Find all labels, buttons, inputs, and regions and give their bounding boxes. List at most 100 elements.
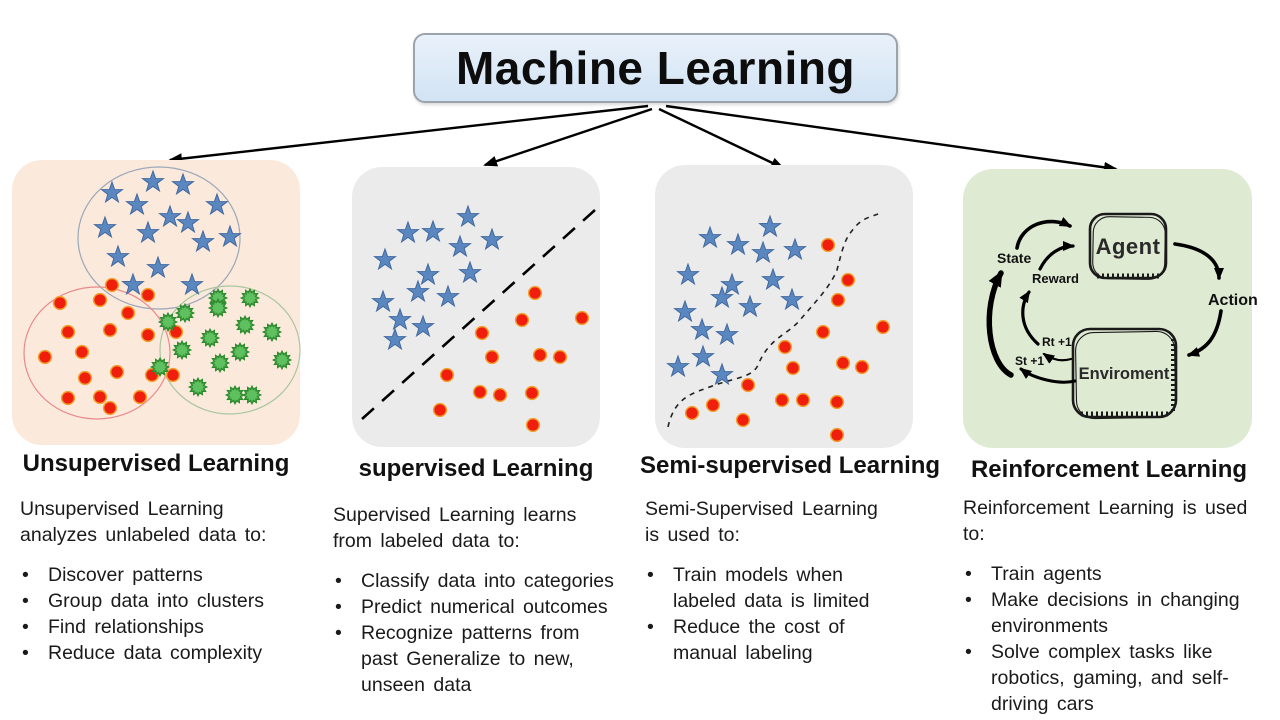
scatter-point <box>60 390 76 406</box>
environment-label: Enviroment <box>1079 365 1170 383</box>
reward-to-agent-arrow <box>1038 241 1075 271</box>
scatter-point <box>774 392 790 408</box>
scatter-point <box>92 292 108 308</box>
scatter-point <box>102 322 118 338</box>
reward-label: Reward <box>1032 271 1079 286</box>
scatter-point <box>492 387 508 403</box>
rt-up-arrow <box>1019 290 1040 346</box>
scatter-point <box>875 319 891 335</box>
bullet-item: Train agents <box>963 561 1273 587</box>
environment-to-rt-arrow <box>1042 352 1073 364</box>
scatter-point <box>140 327 156 343</box>
scatter-point <box>830 292 846 308</box>
scatter-point <box>840 272 856 288</box>
scatter-point <box>684 405 700 421</box>
scatter-point <box>52 295 68 311</box>
scatter-point <box>527 285 543 301</box>
environment-box: Enviroment <box>1071 327 1178 420</box>
dot-cluster-circle <box>23 286 171 420</box>
scatter-point <box>525 417 541 433</box>
supervised-panel <box>352 167 600 447</box>
arrow-to-reinforcement <box>665 104 1118 173</box>
connector-arrows <box>168 104 1118 173</box>
bullet-item: Classify data into categories <box>333 568 638 594</box>
scatter-point <box>815 324 831 340</box>
scatter-point <box>524 385 540 401</box>
scatter-point <box>835 355 851 371</box>
arrow-to-unsupervised <box>168 104 649 165</box>
bullet-item: Reduce data complexity <box>20 640 325 666</box>
scatter-point <box>735 412 751 428</box>
scatter-point <box>854 359 870 375</box>
supervised-bullets: Classify data into categoriesPredict num… <box>333 568 638 698</box>
scatter-point <box>514 312 530 328</box>
action-to-environment-arrow <box>1187 309 1223 357</box>
unsupervised-bullets: Discover patternsGroup data into cluster… <box>20 562 325 666</box>
reinforcement-text-column: Reinforcement Learning is used to: Train… <box>963 495 1273 717</box>
scatter-point <box>484 349 500 365</box>
scatter-point <box>820 237 836 253</box>
action-label: Action <box>1208 292 1258 309</box>
reinforcement-intro: Reinforcement Learning is used to: <box>963 497 1248 545</box>
caption-unsupervised: Unsupervised Learning <box>22 450 290 477</box>
supervised-intro: Supervised Learning learns from labeled … <box>333 504 577 552</box>
scatter-point <box>92 389 108 405</box>
unsupervised-text-column: Unsupervised Learning analyzes unlabeled… <box>20 496 325 666</box>
caption-semisupervised: Semi-supervised Learning <box>640 452 941 479</box>
arrow-to-supervised <box>483 107 653 167</box>
rt-label: Rt +1 <box>1042 335 1072 349</box>
caption-supervised: supervised Learning <box>358 455 594 482</box>
scatter-point <box>109 364 125 380</box>
reinforcement-panel: Agent Enviroment State Reward Action Rt … <box>963 169 1258 448</box>
semisupervised-bullets: Train models when labeled data is limite… <box>645 562 950 666</box>
bullet-item: Find relationships <box>20 614 325 640</box>
scatter-point <box>120 305 136 321</box>
scatter-point <box>474 325 490 341</box>
scatter-point <box>432 402 448 418</box>
bullet-item: Predict numerical outcomes <box>333 594 638 620</box>
bullet-item: Reduce the cost of manual labeling <box>645 614 950 666</box>
star-cluster-circle <box>77 166 241 310</box>
scatter-point <box>829 394 845 410</box>
virus-cluster-circle <box>159 285 301 415</box>
bullet-item: Discover patterns <box>20 562 325 588</box>
title-box: Machine Learning <box>413 33 898 103</box>
scatter-point <box>829 427 845 443</box>
scatter-point <box>132 389 148 405</box>
semisupervised-panel <box>655 165 913 448</box>
scatter-point <box>60 324 76 340</box>
unsupervised-intro: Unsupervised Learning analyzes unlabeled… <box>20 498 267 546</box>
scatter-point <box>165 367 181 383</box>
scatter-point <box>552 349 568 365</box>
scatter-point <box>77 370 93 386</box>
scatter-point <box>37 349 53 365</box>
scatter-point <box>472 384 488 400</box>
scatter-point <box>785 360 801 376</box>
unsupervised-panel <box>12 160 301 445</box>
bullet-item: Group data into clusters <box>20 588 325 614</box>
scatter-point <box>532 347 548 363</box>
page-title: Machine Learning <box>455 42 856 94</box>
caption-reinforcement: Reinforcement Learning <box>970 456 1248 483</box>
st-label: St +1 <box>1015 354 1044 368</box>
scatter-point <box>777 339 793 355</box>
scatter-point <box>102 400 118 416</box>
agent-label: Agent <box>1096 234 1161 259</box>
scatter-point <box>140 287 156 303</box>
arrow-to-semisupervised <box>658 107 785 170</box>
scatter-point <box>574 310 590 326</box>
scatter-point <box>795 392 811 408</box>
environment-to-st-arrow <box>1019 367 1077 384</box>
scatter-point <box>705 397 721 413</box>
bullet-item: Train models when labeled data is limite… <box>645 562 950 614</box>
supervised-text-column: Supervised Learning learns from labeled … <box>333 502 638 698</box>
bullet-item: Recognize patterns from past Generalize … <box>333 620 638 698</box>
state-label: State <box>997 250 1031 266</box>
bullet-item: Solve complex tasks like robotics, gamin… <box>963 639 1273 717</box>
scatter-point <box>74 344 90 360</box>
state-loop-arrow <box>986 270 1014 378</box>
scatter-point <box>740 377 756 393</box>
semisupervised-text-column: Semi-Supervised Learning is used to: Tra… <box>645 496 950 666</box>
state-to-agent-arrow <box>1015 217 1072 250</box>
scatter-point <box>439 367 455 383</box>
